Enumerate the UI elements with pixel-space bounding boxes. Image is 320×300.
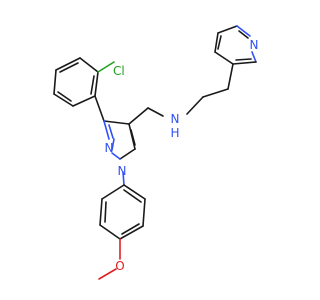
pyridine-ring <box>214 25 257 65</box>
pyrazole-ring <box>103 120 136 160</box>
bond-ch2 <box>128 107 149 125</box>
methoxyphenyl-ring <box>99 184 146 240</box>
bond-c-cl <box>97 61 115 73</box>
atom-pyrazole-n2: N <box>105 141 114 155</box>
bond-ethyl-pyridine <box>227 63 234 90</box>
molecule-structure: Cl N H N N N O <box>53 25 259 280</box>
bond-ethyl <box>202 88 229 98</box>
atom-amine-hydrogen: H <box>170 126 179 140</box>
bond-ch2-nh <box>147 107 164 117</box>
atom-pyrazole-n1: N <box>118 164 127 178</box>
bond-aryl-pyrazole <box>94 95 105 122</box>
atom-pyridine-nitrogen: N <box>250 38 259 52</box>
atom-amine-nitrogen: N <box>171 112 180 126</box>
bond-nh-ethyl <box>186 96 204 115</box>
bond-o-me <box>98 268 117 280</box>
chlorophenyl-ring <box>53 57 99 107</box>
bond-n-aryl <box>122 171 125 186</box>
atom-oxygen: O <box>115 259 124 273</box>
atom-chlorine: Cl <box>113 64 125 78</box>
